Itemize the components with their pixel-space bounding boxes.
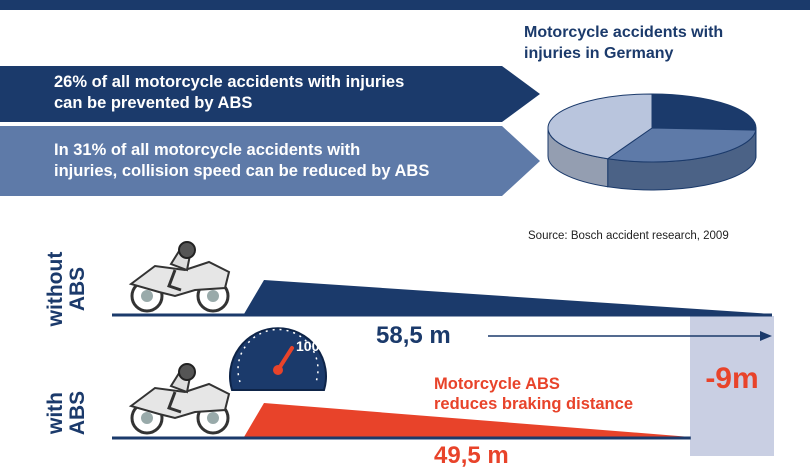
speedometer-icon: 100: [230, 328, 326, 390]
motorcycle-icon: [131, 364, 229, 433]
bar-value-with-abs: 49,5 m: [434, 442, 509, 470]
braking-distance-chart: 100: [0, 0, 810, 456]
gauge-value: 100: [296, 338, 320, 354]
bar-without-abs: [244, 280, 772, 314]
difference-label: -9m: [690, 362, 774, 396]
category-label-with-abs: with ABS: [45, 365, 91, 461]
motorcycle-icon: [131, 242, 229, 311]
abs-annotation: Motorcycle ABS reduces braking distance: [434, 374, 633, 414]
bar-value-without-abs: 58,5 m: [376, 322, 451, 350]
category-label-without-abs: without ABS: [45, 241, 91, 337]
